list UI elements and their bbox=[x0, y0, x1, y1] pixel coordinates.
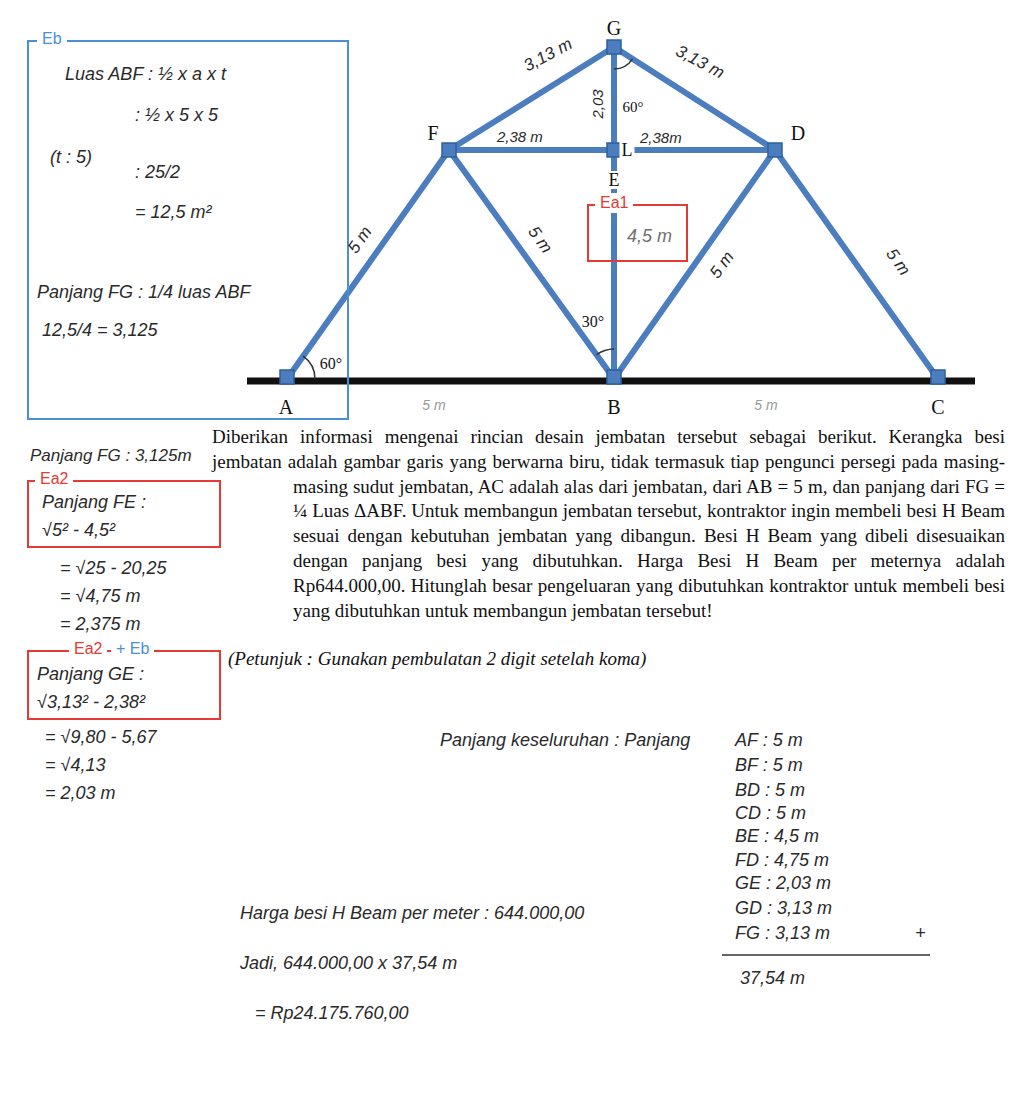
length-note: 2,38m bbox=[640, 129, 682, 146]
joint-label: L bbox=[620, 141, 635, 159]
working-line: = 2,375 m bbox=[60, 614, 141, 635]
length-note: 5 m bbox=[882, 245, 914, 279]
length-list-item: BD : 5 m bbox=[735, 780, 805, 801]
joint-label: C bbox=[931, 396, 944, 419]
box-tag: Ea1 bbox=[595, 193, 633, 213]
joint-square bbox=[280, 370, 294, 384]
length-note: 3,13 m bbox=[672, 41, 727, 83]
length-note: 5 m bbox=[524, 223, 556, 257]
length-note: 2,03 bbox=[589, 89, 606, 118]
angle-label: 60° bbox=[320, 355, 342, 373]
truss-member bbox=[287, 150, 449, 379]
wrap-spacer bbox=[212, 475, 293, 895]
angle-label: 60° bbox=[623, 99, 644, 116]
angle-arc bbox=[614, 59, 633, 69]
final-answer: = Rp24.175.760,00 bbox=[255, 1003, 409, 1024]
working-line: Jadi, 644.000,00 x 37,54 m bbox=[240, 953, 457, 974]
handwritten-step: Panjang GE : bbox=[37, 664, 144, 685]
length-note: 5 m bbox=[754, 397, 777, 413]
handwritten-step: : 25/2 bbox=[135, 162, 180, 183]
joint-square bbox=[442, 143, 456, 157]
box-tag: Ea2 bbox=[69, 639, 107, 659]
truss-member bbox=[449, 150, 614, 379]
joint-label: F bbox=[427, 122, 438, 145]
angle-arc bbox=[597, 349, 615, 355]
annotation-box: Ea14,5 m bbox=[587, 204, 688, 262]
angle-arcs bbox=[303, 59, 632, 379]
truss-members bbox=[287, 47, 938, 379]
joint-square bbox=[768, 143, 782, 157]
joint-square bbox=[607, 370, 621, 384]
handwritten-step: 12,5/4 = 3,125 bbox=[42, 320, 158, 341]
working-line: Harga besi H Beam per meter : 644.000,00 bbox=[240, 903, 584, 924]
handwritten-step: Luas ABF : ½ x a x t bbox=[65, 64, 226, 85]
working-line: = √9,80 - 5,67 bbox=[45, 727, 156, 748]
working-line: = √25 - 20,25 bbox=[60, 558, 166, 579]
sum-rule bbox=[722, 954, 930, 956]
angle-arc bbox=[303, 356, 315, 379]
joint-label: B bbox=[607, 396, 620, 419]
joint-square bbox=[931, 370, 945, 384]
handwritten-step: Panjang FG : 1/4 luas ABF bbox=[37, 282, 250, 303]
length-list-item: FG : 3,13 m bbox=[735, 923, 830, 944]
length-note: 3,13 m bbox=[520, 34, 575, 76]
sum-sign: + bbox=[915, 923, 926, 944]
truss-member bbox=[614, 150, 775, 379]
handwritten-step: √5² - 4,5² bbox=[42, 520, 115, 541]
handwritten-step: : ½ x 5 x 5 bbox=[135, 105, 218, 126]
length-note: 5 m bbox=[422, 397, 445, 413]
joint-label: D bbox=[791, 122, 805, 145]
hint-text: (Petunjuk : Gunakan pembulatan 2 digit s… bbox=[228, 648, 646, 670]
annotation-box: EbLuas ABF : ½ x a x t: ½ x 5 x 5(t : 5)… bbox=[27, 40, 349, 420]
working-line: Panjang FG : 3,125m bbox=[30, 446, 192, 466]
box-tag: Eb bbox=[37, 29, 67, 49]
length-list-item: GE : 2,03 m bbox=[735, 873, 831, 894]
joint-label: A bbox=[279, 396, 293, 419]
length-note: 2,38 m bbox=[497, 128, 543, 145]
length-list-item: GD : 3,13 m bbox=[735, 898, 832, 919]
handwritten-step: √3,13² - 2,38² bbox=[37, 692, 145, 713]
length-list-item: BF : 5 m bbox=[735, 755, 803, 776]
handwritten-step: = 12,5 m² bbox=[135, 202, 212, 223]
handwritten-step: 4,5 m bbox=[627, 226, 672, 247]
length-list-item: AF : 5 m bbox=[735, 730, 803, 751]
length-note: 5 m bbox=[706, 248, 738, 282]
annotation-box: Ea2+ EbPanjang GE :√3,13² - 2,38² bbox=[27, 650, 221, 720]
joint-label: G bbox=[607, 17, 621, 40]
handwritten-step: (t : 5) bbox=[50, 147, 92, 168]
joint-squares bbox=[280, 40, 945, 384]
length-list-item: CD : 5 m bbox=[735, 803, 806, 824]
box-tag: + Eb bbox=[111, 639, 154, 659]
total-length: 37,54 m bbox=[740, 968, 805, 989]
truss-member bbox=[775, 150, 938, 379]
joint-label: E bbox=[607, 171, 622, 189]
problem-text: Diberikan informasi mengenai rincian des… bbox=[212, 426, 1005, 621]
joint-square bbox=[607, 40, 621, 54]
annotation-box: Ea2Panjang FE :√5² - 4,5² bbox=[27, 480, 221, 548]
working-line: Panjang keseluruhan : Panjang bbox=[440, 730, 690, 751]
working-line: = √4,75 m bbox=[60, 586, 140, 607]
working-line: = √4,13 bbox=[45, 755, 105, 776]
working-line: = 2,03 m bbox=[45, 783, 116, 804]
angle-label: 30° bbox=[582, 313, 604, 331]
length-list-item: BE : 4,5 m bbox=[735, 826, 819, 847]
box-tag: Ea2 bbox=[35, 469, 73, 489]
length-list-item: FD : 4,75 m bbox=[735, 850, 829, 871]
handwritten-step: Panjang FE : bbox=[42, 492, 146, 513]
